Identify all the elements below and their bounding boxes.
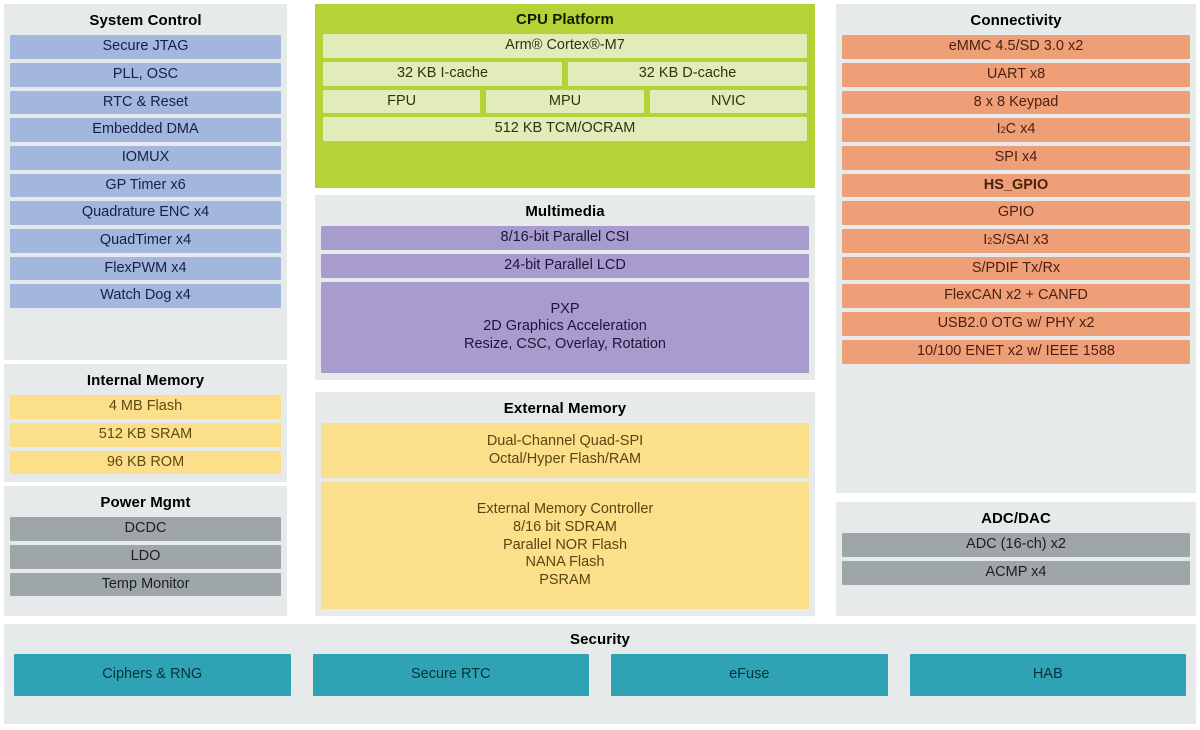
chip-spdif[interactable]: S/PDIF Tx/Rx: [842, 256, 1190, 281]
chip-quadrature-enc[interactable]: Quadrature ENC x4: [10, 201, 281, 226]
chip-secure-jtag[interactable]: Secure JTAG: [10, 35, 281, 59]
panel-title-multimedia: Multimedia: [525, 203, 605, 220]
panel-system-control: System Control Secure JTAG PLL, OSC RTC …: [4, 4, 287, 360]
cpu-cache-row: 32 KB I-cache 32 KB D-cache: [323, 61, 807, 86]
chip-emmc-sd[interactable]: eMMC 4.5/SD 3.0 x2: [842, 35, 1190, 59]
chip-enet[interactable]: 10/100 ENET x2 w/ IEEE 1588: [842, 339, 1190, 364]
chip-mpu[interactable]: MPU: [486, 89, 644, 114]
chip-parallel-lcd[interactable]: 24-bit Parallel LCD: [321, 253, 809, 278]
chip-i-cache[interactable]: 32 KB I-cache: [323, 61, 562, 86]
chip-fpu[interactable]: FPU: [323, 89, 481, 114]
panel-external-memory: External Memory Dual-Channel Quad-SPI Oc…: [315, 392, 815, 616]
panel-title-adc-dac: ADC/DAC: [981, 510, 1051, 527]
chip-quadtimer[interactable]: QuadTimer x4: [10, 229, 281, 253]
chip-secure-rtc[interactable]: Secure RTC: [312, 654, 589, 697]
panel-title-security: Security: [570, 631, 630, 648]
chip-temp-monitor[interactable]: Temp Monitor: [10, 572, 281, 597]
adc-dac-chip-list: ADC (16-ch) x2 ACMP x4: [842, 533, 1190, 609]
chip-pxp[interactable]: PXP 2D Graphics Acceleration Resize, CSC…: [321, 281, 809, 373]
chip-quad-spi[interactable]: Dual-Channel Quad-SPI Octal/Hyper Flash/…: [321, 423, 809, 478]
chip-external-memory-controller[interactable]: External Memory Controller 8/16 bit SDRA…: [321, 481, 809, 609]
chip-parallel-csi[interactable]: 8/16-bit Parallel CSI: [321, 226, 809, 250]
chip-iomux[interactable]: IOMUX: [10, 146, 281, 170]
chip-tcm-ocram[interactable]: 512 KB TCM/OCRAM: [323, 117, 807, 141]
panel-connectivity: Connectivity eMMC 4.5/SD 3.0 x2 UART x8 …: [836, 4, 1196, 493]
chip-512kb-sram[interactable]: 512 KB SRAM: [10, 422, 281, 447]
panel-adc-dac: ADC/DAC ADC (16-ch) x2 ACMP x4: [836, 502, 1196, 616]
chip-dcdc[interactable]: DCDC: [10, 517, 281, 541]
connectivity-chip-list: eMMC 4.5/SD 3.0 x2 UART x8 8 x 8 Keypad …: [842, 35, 1190, 486]
chip-embedded-dma[interactable]: Embedded DMA: [10, 118, 281, 142]
chip-gpio[interactable]: GPIO: [842, 201, 1190, 226]
chip-acmp[interactable]: ACMP x4: [842, 560, 1190, 585]
chip-keypad[interactable]: 8 x 8 Keypad: [842, 90, 1190, 115]
chip-ldo[interactable]: LDO: [10, 544, 281, 569]
chip-flexcan[interactable]: FlexCAN x2 + CANFD: [842, 284, 1190, 309]
panel-power-mgmt: Power Mgmt DCDC LDO Temp Monitor: [4, 486, 287, 616]
chip-d-cache[interactable]: 32 KB D-cache: [568, 61, 807, 86]
security-chip-list: Ciphers & RNG Secure RTC eFuse HAB: [14, 654, 1186, 697]
chip-spi[interactable]: SPI x4: [842, 146, 1190, 170]
chip-flexpwm[interactable]: FlexPWM x4: [10, 256, 281, 281]
panel-title-system-control: System Control: [89, 12, 202, 29]
panel-internal-memory: Internal Memory 4 MB Flash 512 KB SRAM 9…: [4, 364, 287, 482]
chip-usb-otg[interactable]: USB2.0 OTG w/ PHY x2: [842, 312, 1190, 336]
panel-cpu-platform: CPU Platform Arm® Cortex®-M7 32 KB I-cac…: [315, 4, 815, 188]
multimedia-chip-list: 8/16-bit Parallel CSI 24-bit Parallel LC…: [321, 226, 809, 373]
cpu-platform-chip-list: Arm® Cortex®-M7 32 KB I-cache 32 KB D-ca…: [323, 34, 807, 180]
chip-rtc-reset[interactable]: RTC & Reset: [10, 90, 281, 115]
chip-ciphers-rng[interactable]: Ciphers & RNG: [14, 654, 291, 697]
chip-uart[interactable]: UART x8: [842, 62, 1190, 87]
panel-title-power-mgmt: Power Mgmt: [100, 494, 191, 511]
chip-watch-dog[interactable]: Watch Dog x4: [10, 284, 281, 309]
chip-nvic[interactable]: NVIC: [649, 89, 807, 114]
chip-arm-cortex-m7[interactable]: Arm® Cortex®-M7: [323, 34, 807, 58]
chip-hs-gpio[interactable]: HS_GPIO: [842, 173, 1190, 198]
chip-adc[interactable]: ADC (16-ch) x2: [842, 533, 1190, 557]
panel-title-cpu-platform: CPU Platform: [516, 11, 614, 28]
external-memory-chip-list: Dual-Channel Quad-SPI Octal/Hyper Flash/…: [321, 423, 809, 609]
power-mgmt-chip-list: DCDC LDO Temp Monitor: [10, 517, 281, 609]
panel-title-connectivity: Connectivity: [970, 12, 1062, 29]
panel-title-internal-memory: Internal Memory: [86, 372, 205, 389]
panel-security: Security Ciphers & RNG Secure RTC eFuse …: [4, 624, 1196, 724]
chip-efuse[interactable]: eFuse: [611, 654, 888, 697]
cpu-unit-row: FPU MPU NVIC: [323, 89, 807, 114]
chip-gp-timer[interactable]: GP Timer x6: [10, 173, 281, 198]
chip-96kb-rom[interactable]: 96 KB ROM: [10, 450, 281, 475]
panel-title-external-memory: External Memory: [503, 400, 627, 417]
system-control-chip-list: Secure JTAG PLL, OSC RTC & Reset Embedde…: [10, 35, 281, 353]
internal-memory-chip-list: 4 MB Flash 512 KB SRAM 96 KB ROM: [10, 395, 281, 475]
panel-multimedia: Multimedia 8/16-bit Parallel CSI 24-bit …: [315, 195, 815, 380]
chip-pll-osc[interactable]: PLL, OSC: [10, 62, 281, 87]
chip-hab[interactable]: HAB: [909, 654, 1186, 697]
chip-4mb-flash[interactable]: 4 MB Flash: [10, 395, 281, 419]
